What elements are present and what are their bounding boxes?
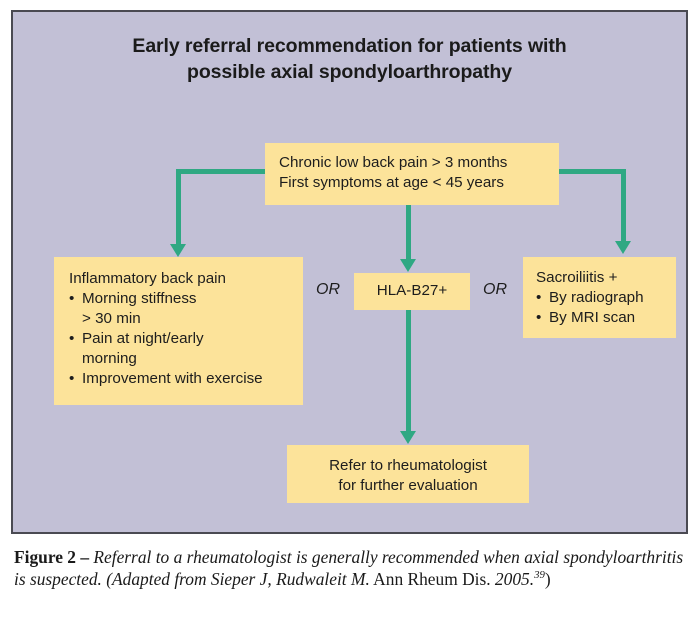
- caption-italic-text: Referral to a rheumatologist is generall…: [14, 547, 684, 589]
- caption-figure-label: Figure 2 –: [14, 547, 94, 567]
- caption-journal-name: Ann Rheum Dis.: [369, 568, 491, 589]
- figure-title-line-2: possible axial spondyloarthropathy: [187, 60, 512, 83]
- top-box-line-2: First symptoms at age < 45 years: [279, 173, 504, 191]
- arrowhead-to-center-box: [400, 259, 416, 272]
- right-box-bullet-list: By radiograph By MRI scan: [536, 288, 676, 328]
- center-box-label: HLA-B27+: [376, 282, 448, 299]
- arrowhead-to-left-box: [170, 244, 186, 257]
- connector-top-to-left-horizontal: [176, 169, 268, 174]
- flow-box-chronic-low-back-pain: Chronic low back pain > 3 months First s…: [265, 143, 559, 205]
- right-box-heading: Sacroiliitis +: [536, 269, 618, 286]
- or-label-left: OR: [316, 281, 340, 298]
- figure-caption: Figure 2 – Referral to a rheumatologist …: [14, 547, 686, 591]
- figure-title-line-1: Early referral recommendation for patien…: [132, 35, 567, 57]
- top-box-line-1: Chronic low back pain > 3 months: [279, 154, 508, 171]
- connector-top-to-left-vertical: [176, 169, 181, 247]
- connector-top-to-right-horizontal: [556, 169, 626, 174]
- list-item: By MRI scan: [536, 308, 676, 328]
- flow-box-hla-b27: HLA-B27+: [354, 273, 470, 310]
- caption-reference-superscript: 39: [534, 569, 545, 582]
- list-item-continuation: > 30 min: [82, 309, 141, 327]
- list-item: By radiograph: [536, 288, 676, 308]
- flow-box-inflammatory-back-pain: Inflammatory back pain Morning stiffness…: [54, 257, 303, 405]
- list-item-continuation: morning: [82, 349, 137, 367]
- figure-panel: Early referral recommendation for patien…: [11, 10, 688, 534]
- list-item: Morning stiffness: [69, 289, 303, 309]
- figure-title: Early referral recommendation for patien…: [13, 34, 686, 86]
- connector-center-to-bottom-vertical: [406, 310, 411, 432]
- flow-box-sacroiliitis: Sacroiliitis + By radiograph By MRI scan: [523, 257, 676, 338]
- bottom-box-line-2: for further evaluation: [338, 476, 478, 494]
- bottom-box-line-1: Refer to rheumatologist: [329, 457, 487, 474]
- caption-closing-paren: ): [544, 568, 551, 589]
- caption-year: 2005.: [490, 568, 535, 589]
- connector-top-to-center-vertical: [406, 205, 411, 260]
- arrowhead-to-bottom-box: [400, 431, 416, 444]
- arrowhead-to-right-box: [615, 241, 631, 254]
- list-item: Pain at night/early: [69, 329, 303, 349]
- flow-box-refer-to-rheumatologist: Refer to rheumatologist for further eval…: [287, 445, 529, 503]
- or-label-right: OR: [483, 281, 507, 298]
- list-item: Improvement with exercise: [69, 369, 303, 389]
- left-box-heading: Inflammatory back pain: [69, 270, 227, 287]
- left-box-bullet-list: Morning stiffness > 30 min Pain at night…: [69, 289, 303, 389]
- connector-top-to-right-vertical: [621, 169, 626, 243]
